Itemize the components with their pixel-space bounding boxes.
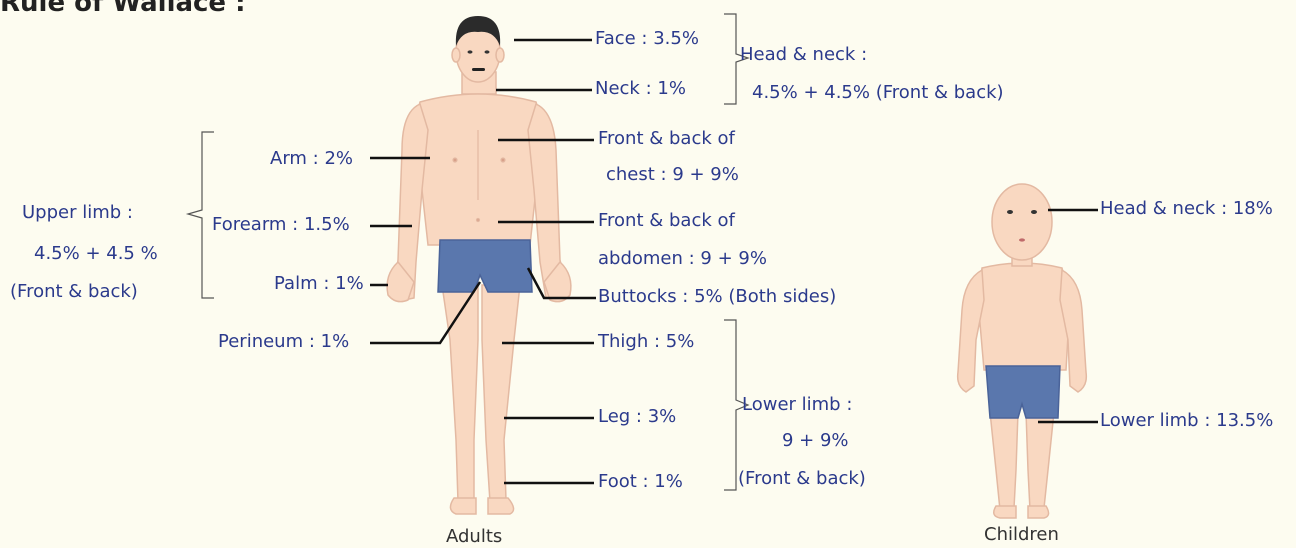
chest-label-line2: chest : 9 + 9% xyxy=(606,166,739,184)
thigh-label: Thigh : 5% xyxy=(598,333,694,351)
foot-label: Foot : 1% xyxy=(598,473,683,491)
lower-limb-note: (Front & back) xyxy=(738,470,866,488)
upper-limb-brace xyxy=(188,132,214,298)
head-neck-value: 4.5% + 4.5% (Front & back) xyxy=(752,84,1004,102)
children-caption: Children xyxy=(984,524,1059,545)
child-figure xyxy=(958,184,1087,518)
abdomen-label-line2: abdomen : 9 + 9% xyxy=(598,250,767,268)
neck-label: Neck : 1% xyxy=(595,80,686,98)
buttocks-label: Buttocks : 5% (Both sides) xyxy=(598,288,836,306)
diagram-title: Rule of Wallace : xyxy=(0,0,246,18)
lower-limb-title: Lower limb : xyxy=(742,396,852,414)
child-lower-limb-label: Lower limb : 13.5% xyxy=(1100,412,1273,430)
child-shorts xyxy=(986,366,1060,418)
arm-label: Arm : 2% xyxy=(270,150,353,168)
lower-limb-value: 9 + 9% xyxy=(782,432,849,450)
face-label: Face : 3.5% xyxy=(595,30,699,48)
palm-label: Palm : 1% xyxy=(274,275,364,293)
head-neck-title: Head & neck : xyxy=(740,46,867,64)
perineum-label: Perineum : 1% xyxy=(218,333,349,351)
adult-shorts xyxy=(438,240,532,292)
forearm-label: Forearm : 1.5% xyxy=(212,216,350,234)
upper-limb-title: Upper limb : xyxy=(22,204,133,222)
chest-label-line1: Front & back of xyxy=(598,130,735,148)
adults-caption: Adults xyxy=(446,526,502,547)
abdomen-label-line1: Front & back of xyxy=(598,212,735,230)
leg-label: Leg : 3% xyxy=(598,408,676,426)
child-head-neck-label: Head & neck : 18% xyxy=(1100,200,1273,218)
upper-limb-note: (Front & back) xyxy=(10,283,138,301)
upper-limb-value: 4.5% + 4.5 % xyxy=(34,245,158,263)
